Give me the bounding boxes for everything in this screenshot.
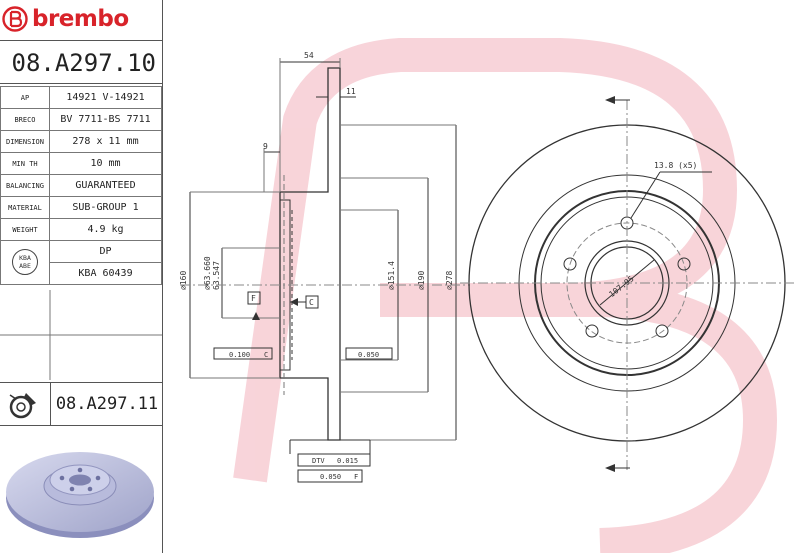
dia-63547-label: 63.547: [212, 261, 221, 290]
datum-f-label: F: [251, 294, 256, 303]
alternative-part-number: 08.A297.11: [50, 383, 163, 425]
datum-c-triangle: [290, 298, 298, 306]
empty-grid: [0, 290, 162, 380]
dia-1514-label: ∅151.4: [387, 261, 396, 290]
runout-ref: C: [264, 351, 268, 359]
pcd-label: 107.95: [607, 274, 635, 299]
bolt-hole-label: 13.8 (x5): [654, 161, 697, 170]
dim-11-label: 11: [346, 87, 356, 96]
dim-54-label: 54: [304, 51, 314, 60]
disc-render-image: [6, 452, 154, 538]
kba-value: KBA 60439: [49, 262, 162, 285]
kba-row: KBA ABE DP: [0, 240, 162, 285]
kba-row: KBA 60439: [1, 262, 162, 285]
datum-c-label: C: [309, 298, 314, 307]
dim-9-label: 9: [263, 142, 268, 151]
section-arrow-top: [605, 96, 615, 104]
disc-side-profile: [279, 67, 341, 441]
dia-190-label: ∅190: [417, 271, 426, 290]
brand-name: brembo: [32, 6, 129, 32]
flatness-value: 0.050: [358, 351, 379, 359]
kba-badge-line2: ABE: [19, 262, 31, 270]
dia-63660-label: ∅63.660: [203, 256, 212, 290]
brembo-b-icon: [2, 6, 28, 32]
dtv-label: DTV: [312, 457, 325, 465]
runout-value: 0.100: [229, 351, 250, 359]
dia-278-label: ∅278: [445, 271, 454, 290]
disc-front-view: [460, 100, 795, 470]
section-arrow-bottom: [605, 464, 615, 472]
dtv-value: 0.015: [337, 457, 358, 465]
dia-160-label: ∅160: [179, 271, 188, 290]
parallel-ref: F: [354, 473, 358, 481]
datum-f-triangle: [252, 312, 260, 320]
coated-disc-icon: [9, 393, 36, 419]
kba-badge-line1: KBA: [19, 254, 31, 262]
parallel-value: 0.050: [320, 473, 341, 481]
part-number: 08.A297.10: [0, 40, 162, 84]
brembo-logo: brembo: [2, 2, 160, 36]
kba-badge-icon: KBA ABE: [12, 248, 38, 275]
alternative-row: 08.A297.11: [0, 382, 162, 426]
